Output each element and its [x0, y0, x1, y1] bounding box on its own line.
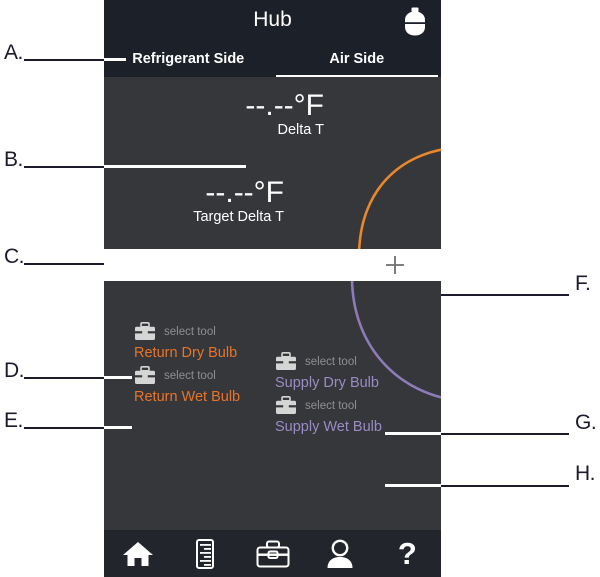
leader-e-white	[104, 426, 132, 429]
app-screen: Hub Refrigerant Side Air Side --.--°F De…	[104, 0, 441, 577]
ruler-icon	[196, 538, 215, 569]
add-measurement-bar[interactable]	[104, 249, 441, 281]
leader-b	[24, 166, 104, 168]
gauge-arcs	[350, 148, 441, 399]
tool-return-dry-bulb[interactable]: select tool Return Dry Bulb	[134, 322, 237, 362]
leader-a	[24, 59, 116, 61]
leader-h-white	[385, 484, 441, 487]
tool-supply-dry-bulb[interactable]: select tool Supply Dry Bulb	[275, 352, 379, 392]
side-tabs: Refrigerant Side Air Side	[104, 46, 441, 77]
person-icon	[325, 539, 355, 569]
tab-refrigerant-side-label: Refrigerant Side	[132, 51, 245, 67]
callout-b: B.	[4, 148, 23, 171]
tab-refrigerant-side[interactable]: Refrigerant Side	[104, 46, 273, 77]
leader-f	[441, 294, 569, 296]
tool-hint: select tool	[305, 355, 357, 368]
tab-air-side-label: Air Side	[329, 51, 385, 67]
toolbox-icon	[134, 322, 156, 341]
leader-g-white	[385, 432, 441, 435]
tool-hint: select tool	[164, 325, 216, 338]
tool-supply-wet-bulb[interactable]: select tool Supply Wet Bulb	[275, 396, 382, 436]
question-mark-icon: ?	[397, 536, 417, 571]
leader-d-white	[104, 376, 132, 379]
nav-item-measurements[interactable]	[171, 530, 238, 577]
toolbox-icon	[275, 396, 297, 415]
callout-h: H.	[575, 462, 596, 485]
callout-d: D.	[4, 359, 25, 382]
leader-e	[24, 427, 104, 429]
leader-g	[385, 433, 569, 435]
toolbox-icon	[256, 540, 290, 568]
callout-a: A.	[4, 41, 23, 64]
tool-hint: select tool	[305, 399, 357, 412]
delta-t-reading: --.--°F Delta T	[144, 90, 324, 139]
leader-a-white	[104, 58, 126, 61]
callout-f: F.	[575, 272, 591, 295]
tool-name: Return Wet Bulb	[134, 389, 241, 405]
app-header: Hub	[104, 0, 441, 46]
callout-g: G.	[575, 411, 597, 434]
delta-t-label: Delta T	[277, 122, 324, 138]
bottom-nav: ?	[104, 530, 441, 577]
nav-item-profile[interactable]	[306, 530, 373, 577]
nav-item-help[interactable]: ?	[374, 530, 441, 577]
refrigerant-tank-icon[interactable]	[402, 7, 428, 38]
tool-name: Supply Wet Bulb	[275, 419, 382, 435]
leader-c	[24, 263, 104, 265]
home-icon	[122, 540, 154, 568]
leader-b-white	[104, 165, 246, 168]
page-title: Hub	[253, 8, 292, 31]
tool-hint: select tool	[164, 369, 216, 382]
tool-return-wet-bulb[interactable]: select tool Return Wet Bulb	[134, 366, 240, 406]
leader-c-white	[104, 262, 178, 265]
toolbox-icon	[134, 366, 156, 385]
target-delta-t-value: --.--°F	[205, 176, 284, 209]
callout-e: E.	[4, 409, 23, 432]
leader-d	[24, 377, 104, 379]
leader-h	[385, 485, 569, 487]
toolbox-icon	[275, 352, 297, 371]
app-body: --.--°F Delta T --.--°F Target Delta T	[104, 77, 441, 530]
plus-icon[interactable]	[385, 255, 405, 275]
tab-air-side[interactable]: Air Side	[273, 46, 442, 77]
tool-name: Return Dry Bulb	[134, 345, 238, 361]
target-delta-t-label: Target Delta T	[193, 209, 284, 225]
nav-item-tools[interactable]	[239, 530, 306, 577]
delta-t-value: --.--°F	[245, 89, 324, 122]
tool-name: Supply Dry Bulb	[275, 375, 379, 391]
callout-c: C.	[4, 245, 25, 268]
nav-item-home[interactable]	[104, 530, 171, 577]
target-delta-t-reading: --.--°F Target Delta T	[104, 177, 284, 226]
